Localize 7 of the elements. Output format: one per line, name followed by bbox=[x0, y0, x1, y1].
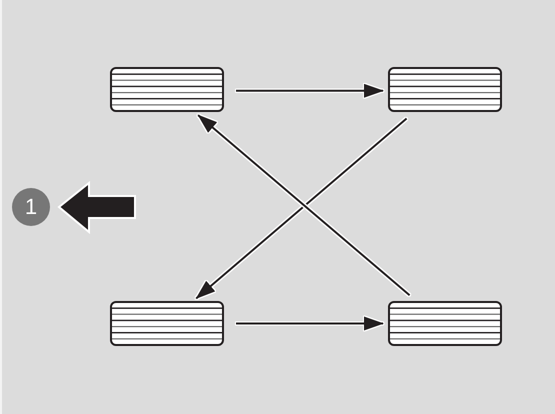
tire-drawing bbox=[110, 301, 224, 346]
tire-drawing bbox=[388, 301, 502, 346]
arrow bbox=[236, 84, 384, 98]
callout-number: 1 bbox=[12, 188, 50, 226]
tire-drawing bbox=[388, 67, 502, 112]
arrow bbox=[236, 316, 384, 330]
tire-drawing bbox=[110, 67, 224, 112]
